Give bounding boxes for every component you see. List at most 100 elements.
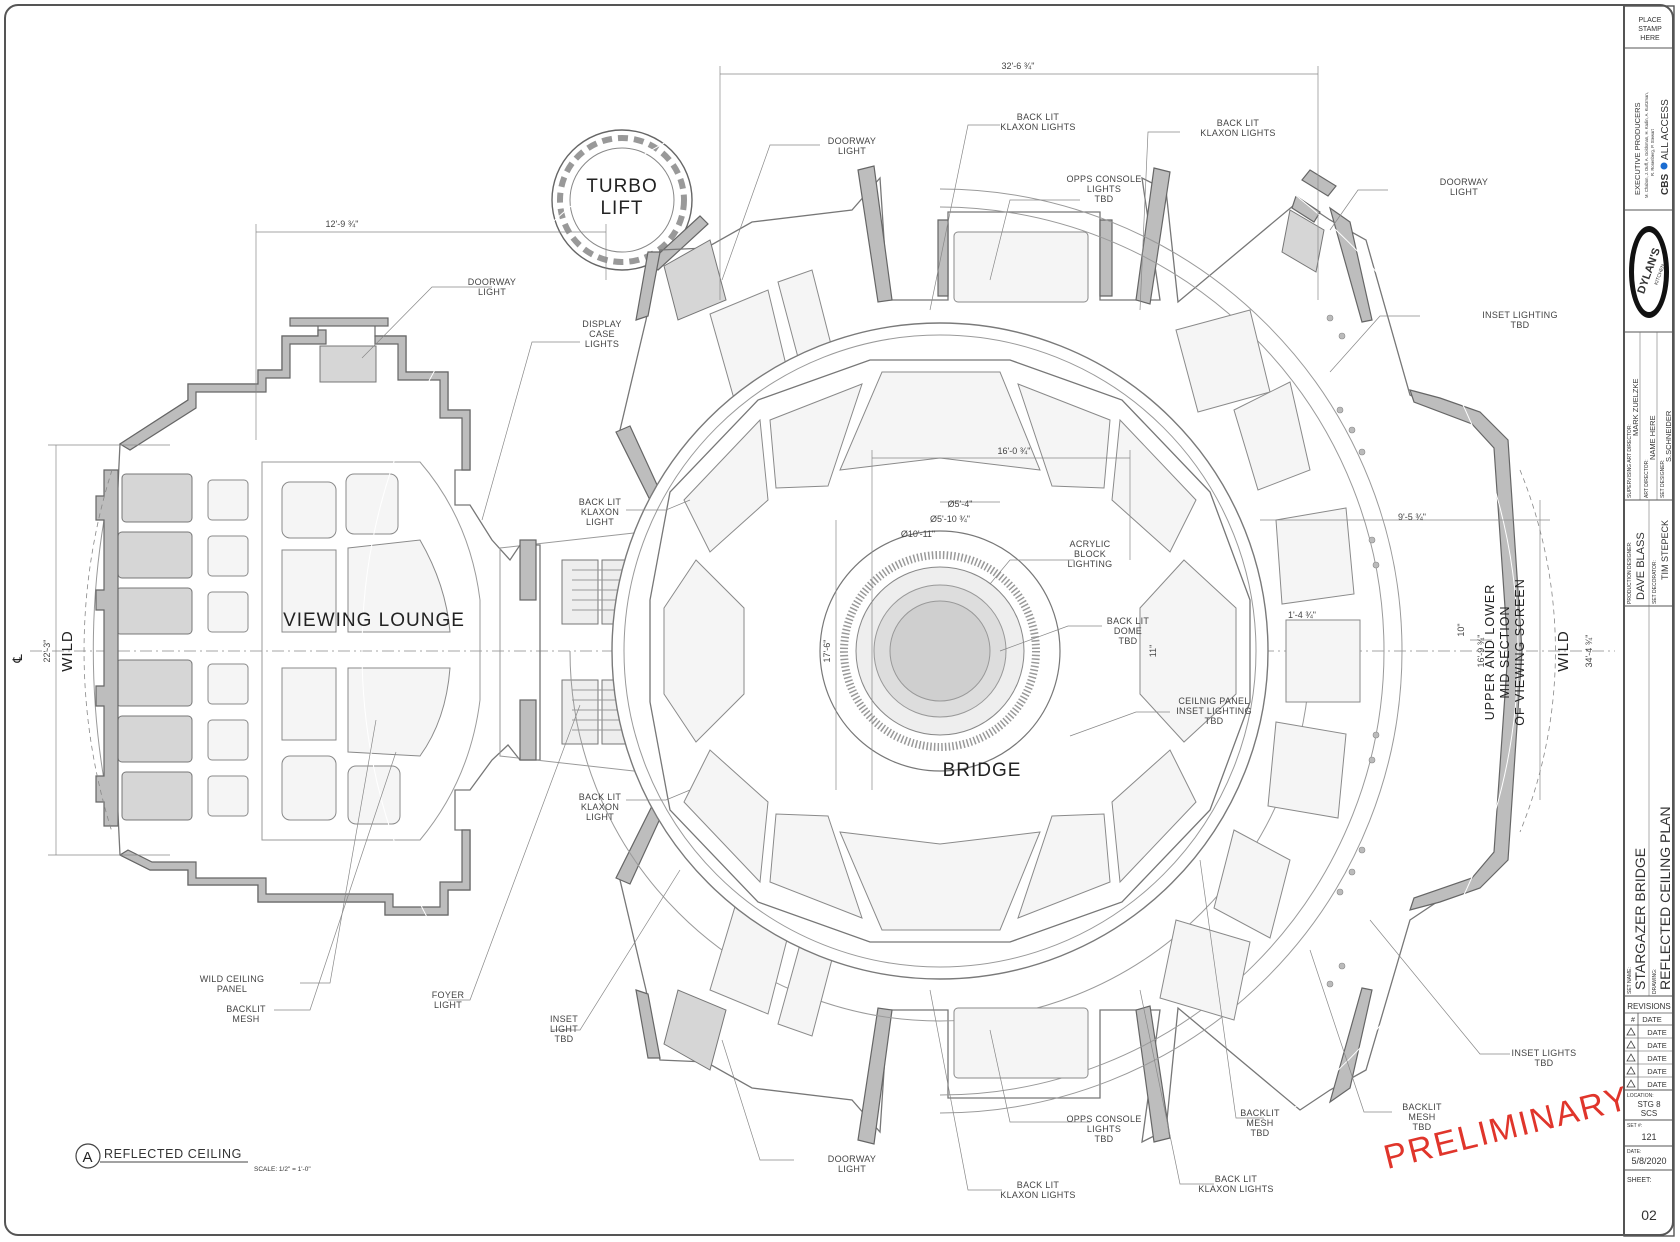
callout-inset-lighting-tbd: INSET LIGHTING TBD bbox=[1482, 310, 1558, 330]
turbo-label: TURBO bbox=[586, 176, 658, 197]
dim-1-4: 1'-4 ¾" bbox=[1288, 610, 1316, 620]
lift-label: LIFT bbox=[600, 198, 643, 219]
callout-back-lit-klaxon-left-lower: BACK LIT KLAXON LIGHT bbox=[579, 792, 622, 822]
octagon-panels bbox=[663, 371, 1237, 931]
revision-rows: DATE DATE DATE DATE DATE bbox=[1624, 1027, 1674, 1089]
dim-9-5: 9'-5 ¾" bbox=[1398, 512, 1426, 522]
svg-text:BACKLIT: BACKLIT bbox=[1240, 1108, 1280, 1118]
svg-text:DOORWAY: DOORWAY bbox=[468, 277, 516, 287]
callout-doorway-light-turbo: DOORWAY LIGHT bbox=[828, 136, 876, 156]
svg-text:INSET LIGHTING: INSET LIGHTING bbox=[1482, 310, 1558, 320]
viewing-lounge-label: VIEWING LOUNGE bbox=[283, 610, 465, 631]
svg-text:TBD: TBD bbox=[1095, 194, 1114, 204]
svg-text:LIGHT: LIGHT bbox=[1450, 187, 1478, 197]
dim-11: 11" bbox=[1148, 645, 1158, 658]
svg-text:WILD CEILING: WILD CEILING bbox=[200, 974, 265, 984]
revision-5: DATE bbox=[1647, 1080, 1666, 1089]
svg-text:MESH: MESH bbox=[232, 1014, 259, 1024]
callout-opps-console-bottom: OPPS CONSOLE LIGHTS TBD bbox=[1066, 1114, 1141, 1144]
supervising-art-director-label: SUPERVISING ART DIRECTOR: bbox=[1627, 424, 1633, 498]
sheet-number: 02 bbox=[1641, 1207, 1657, 1223]
svg-text:DOME: DOME bbox=[1114, 626, 1142, 636]
set-name-label: SET NAME: bbox=[1627, 967, 1633, 994]
svg-text:BACKLIT: BACKLIT bbox=[226, 1004, 266, 1014]
callout-backlit-mesh-bottom-2: BACKLIT MESH TBD bbox=[1402, 1102, 1442, 1132]
svg-text:FOYER: FOYER bbox=[432, 990, 465, 1000]
svg-text:INSET LIGHTING: INSET LIGHTING bbox=[1176, 706, 1252, 716]
callout-back-lit-klaxon-bottom-1: BACK LIT KLAXON LIGHTS bbox=[1000, 1180, 1075, 1200]
callout-acrylic-block: ACRYLIC BLOCK LIGHTING bbox=[1068, 539, 1113, 569]
date-label: DATE: bbox=[1627, 1149, 1641, 1155]
svg-text:BACK LIT: BACK LIT bbox=[1017, 112, 1060, 122]
exec-producers-title: EXECUTIVE PRODUCERS bbox=[1633, 102, 1642, 195]
svg-text:MESH: MESH bbox=[1408, 1112, 1435, 1122]
dimension-lines bbox=[48, 66, 1556, 856]
callout-ceiling-panel-inset: CEILNIG PANEL INSET LIGHTING TBD bbox=[1176, 696, 1252, 726]
svg-text:LIGHT: LIGHT bbox=[586, 517, 614, 527]
viewing-lounge-plan bbox=[92, 317, 695, 916]
svg-text:BACK LIT: BACK LIT bbox=[1215, 1174, 1258, 1184]
svg-text:DOORWAY: DOORWAY bbox=[828, 1154, 876, 1164]
svg-text:LIGHT: LIGHT bbox=[586, 812, 614, 822]
svg-text:LIGHTING: LIGHTING bbox=[1068, 559, 1113, 569]
set-no: 121 bbox=[1641, 1132, 1656, 1142]
svg-text:BACK LIT: BACK LIT bbox=[579, 792, 622, 802]
svg-text:BLOCK: BLOCK bbox=[1074, 549, 1106, 559]
bridge-label: BRIDGE bbox=[943, 760, 1022, 781]
dim-lounge-width: 12'-9 ¾" bbox=[326, 219, 359, 229]
callout-doorway-light-lounge: DOORWAY LIGHT bbox=[468, 277, 516, 297]
center-line-mark: ℄ bbox=[10, 653, 25, 663]
svg-text:LIGHT: LIGHT bbox=[434, 1000, 462, 1010]
cbs-eye-icon bbox=[1660, 162, 1668, 170]
drawing-name: REFLECTED CEILING PLAN bbox=[1657, 806, 1673, 990]
svg-text:TBD: TBD bbox=[1511, 320, 1530, 330]
svg-text:TBD: TBD bbox=[1205, 716, 1224, 726]
viewing-screen-line-1: UPPER AND LOWER bbox=[1483, 584, 1497, 721]
svg-text:DISPLAY: DISPLAY bbox=[582, 319, 621, 329]
svg-text:BACK LIT: BACK LIT bbox=[1217, 118, 1260, 128]
bridge-plan bbox=[361, 72, 1523, 1230]
svg-text:TBD: TBD bbox=[1095, 1134, 1114, 1144]
callout-back-lit-klaxon-bottom-2: BACK LIT KLAXON LIGHTS bbox=[1198, 1174, 1273, 1194]
set-designer-label: SET DESIGNER: bbox=[1660, 459, 1666, 498]
svg-text:KLAXON LIGHTS: KLAXON LIGHTS bbox=[1198, 1184, 1273, 1194]
drawing-mark: A bbox=[82, 1149, 93, 1166]
svg-text:INSET: INSET bbox=[550, 1014, 578, 1024]
svg-text:KLAXON LIGHTS: KLAXON LIGHTS bbox=[1200, 128, 1275, 138]
svg-text:MESH: MESH bbox=[1246, 1118, 1273, 1128]
drawing-title: REFLECTED CEILING bbox=[104, 1147, 242, 1161]
svg-text:DOORWAY: DOORWAY bbox=[828, 136, 876, 146]
supervising-art-director: MARK ZUELZKE bbox=[1631, 378, 1640, 436]
callout-back-lit-dome: BACK LIT DOME TBD bbox=[1107, 616, 1150, 646]
revisions-label: REVISIONS bbox=[1627, 1002, 1671, 1011]
set-designer: S.SCHNEIDER bbox=[1664, 410, 1673, 462]
set-no-label: SET #: bbox=[1627, 1123, 1642, 1129]
callout-doorway-light-right: DOORWAY LIGHT bbox=[1440, 177, 1488, 197]
revisions-date-header: DATE bbox=[1642, 1015, 1661, 1024]
production-designer: DAVE BLASS bbox=[1635, 532, 1647, 600]
set-decorator-label: SET DECORATOR: bbox=[1652, 560, 1658, 604]
svg-text:KLAXON LIGHTS: KLAXON LIGHTS bbox=[1000, 1190, 1075, 1200]
svg-text:OPPS CONSOLE: OPPS CONSOLE bbox=[1066, 1114, 1141, 1124]
svg-text:BACK LIT: BACK LIT bbox=[579, 497, 622, 507]
callout-display-case-lights: DISPLAY CASE LIGHTS bbox=[582, 319, 621, 349]
drawing-title-block: A REFLECTED CEILING SCALE: 1/2" = 1'-0" bbox=[75, 1143, 311, 1173]
stamp-line-1: PLACE bbox=[1639, 17, 1662, 24]
network-service: ALL ACCESS bbox=[1660, 99, 1671, 160]
revision-4: DATE bbox=[1647, 1067, 1666, 1076]
svg-text:TBD: TBD bbox=[1535, 1058, 1554, 1068]
revision-1: DATE bbox=[1647, 1028, 1666, 1037]
callout-back-lit-klaxon-left-upper: BACK LIT KLAXON LIGHT bbox=[579, 497, 622, 527]
production-designer-label: PRODUCTION DESIGNER: bbox=[1627, 541, 1633, 604]
viewing-screen-note: UPPER AND LOWER MID SECTION OF VIEWING S… bbox=[1483, 578, 1527, 726]
callout-foyer-light: FOYER LIGHT bbox=[432, 990, 465, 1010]
dimension-text: 32'-6 ¾" 12'-9 ¾" 22'-3" 16'-0 ¾" Ø5'-4"… bbox=[42, 61, 1594, 667]
dim-d2: Ø5'-10 ¾" bbox=[930, 514, 970, 524]
drawing-mark-circle bbox=[75, 1143, 101, 1169]
dim-34-4: 34'-4 ¾" bbox=[1584, 635, 1594, 668]
dim-lounge-height: 22'-3" bbox=[42, 640, 52, 663]
revision-2: DATE bbox=[1647, 1041, 1666, 1050]
revision-3: DATE bbox=[1647, 1054, 1666, 1063]
svg-text:BACK LIT: BACK LIT bbox=[1107, 616, 1150, 626]
